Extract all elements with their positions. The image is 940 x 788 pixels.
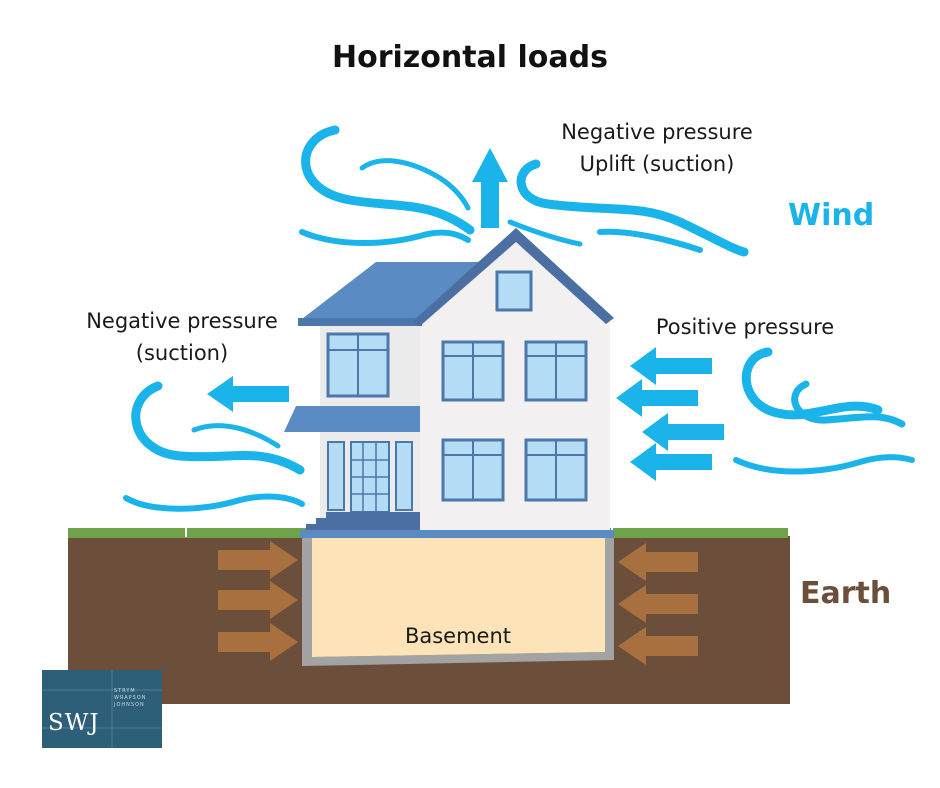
front-steps (306, 512, 420, 532)
uplift-arrow (472, 148, 508, 228)
lower-main-window-2 (524, 438, 588, 502)
upper-main-window-1 (441, 340, 505, 402)
front-door (327, 441, 413, 513)
diagram-title: Horizontal loads (331, 40, 608, 75)
earth-arrow-left-2 (218, 581, 298, 619)
pressure-arrow-right-4 (630, 443, 712, 481)
logo-grid-lines (42, 670, 162, 748)
roof-left (298, 262, 486, 322)
foundation-strip (300, 530, 614, 538)
basement-interior (312, 538, 605, 657)
swj-logo: STRYM WRAPSON JOHNSON SWJ (42, 670, 162, 748)
earth-arrow-right-1 (618, 543, 698, 581)
positive-pressure-label: Positive pressure (655, 315, 835, 339)
earth-arrow-left-3 (218, 623, 298, 661)
wind-label: Wind (788, 198, 875, 233)
pressure-arrow-right-3 (642, 413, 724, 451)
earth-arrow-right-3 (618, 627, 698, 665)
left-suction-label-line-2: (suction) (135, 341, 229, 365)
uplift-label: Negative pressure Uplift (suction) (548, 116, 766, 180)
pressure-arrow-right-1 (630, 347, 712, 385)
upper-left-window (326, 332, 390, 398)
basement-label: Basement (404, 624, 512, 648)
lower-main-window-1 (441, 438, 505, 502)
uplift-label-line-2: Uplift (suction) (579, 152, 735, 176)
wind-pressure-arrows (207, 148, 724, 481)
earth-pressure-arrows (218, 541, 698, 665)
left-suction-label: Negative pressure (suction) (72, 305, 292, 369)
earth-arrow-right-2 (618, 585, 698, 623)
wind-swirls (123, 125, 915, 512)
attic-window (495, 270, 533, 312)
awning (284, 406, 420, 432)
left-suction-label-line-1: Negative pressure (86, 309, 278, 333)
wind-swirl-right (733, 347, 915, 475)
pressure-arrow-right-2 (616, 379, 698, 417)
uplift-label-line-1: Negative pressure (561, 120, 753, 144)
wind-swirl-top-left (299, 125, 475, 246)
earth-label: Earth (800, 576, 892, 611)
wind-swirl-left (123, 381, 305, 512)
suction-arrow-left (207, 376, 289, 412)
upper-main-window-2 (524, 340, 588, 402)
house (284, 228, 614, 538)
logo-small-text: STRYM WRAPSON JOHNSON (114, 688, 147, 708)
basement (302, 538, 614, 666)
basement-wall (302, 538, 614, 666)
wind-swirl-top-right (507, 159, 749, 257)
earth-arrow-left-1 (218, 541, 298, 579)
logo-main-text: SWJ (48, 710, 100, 736)
